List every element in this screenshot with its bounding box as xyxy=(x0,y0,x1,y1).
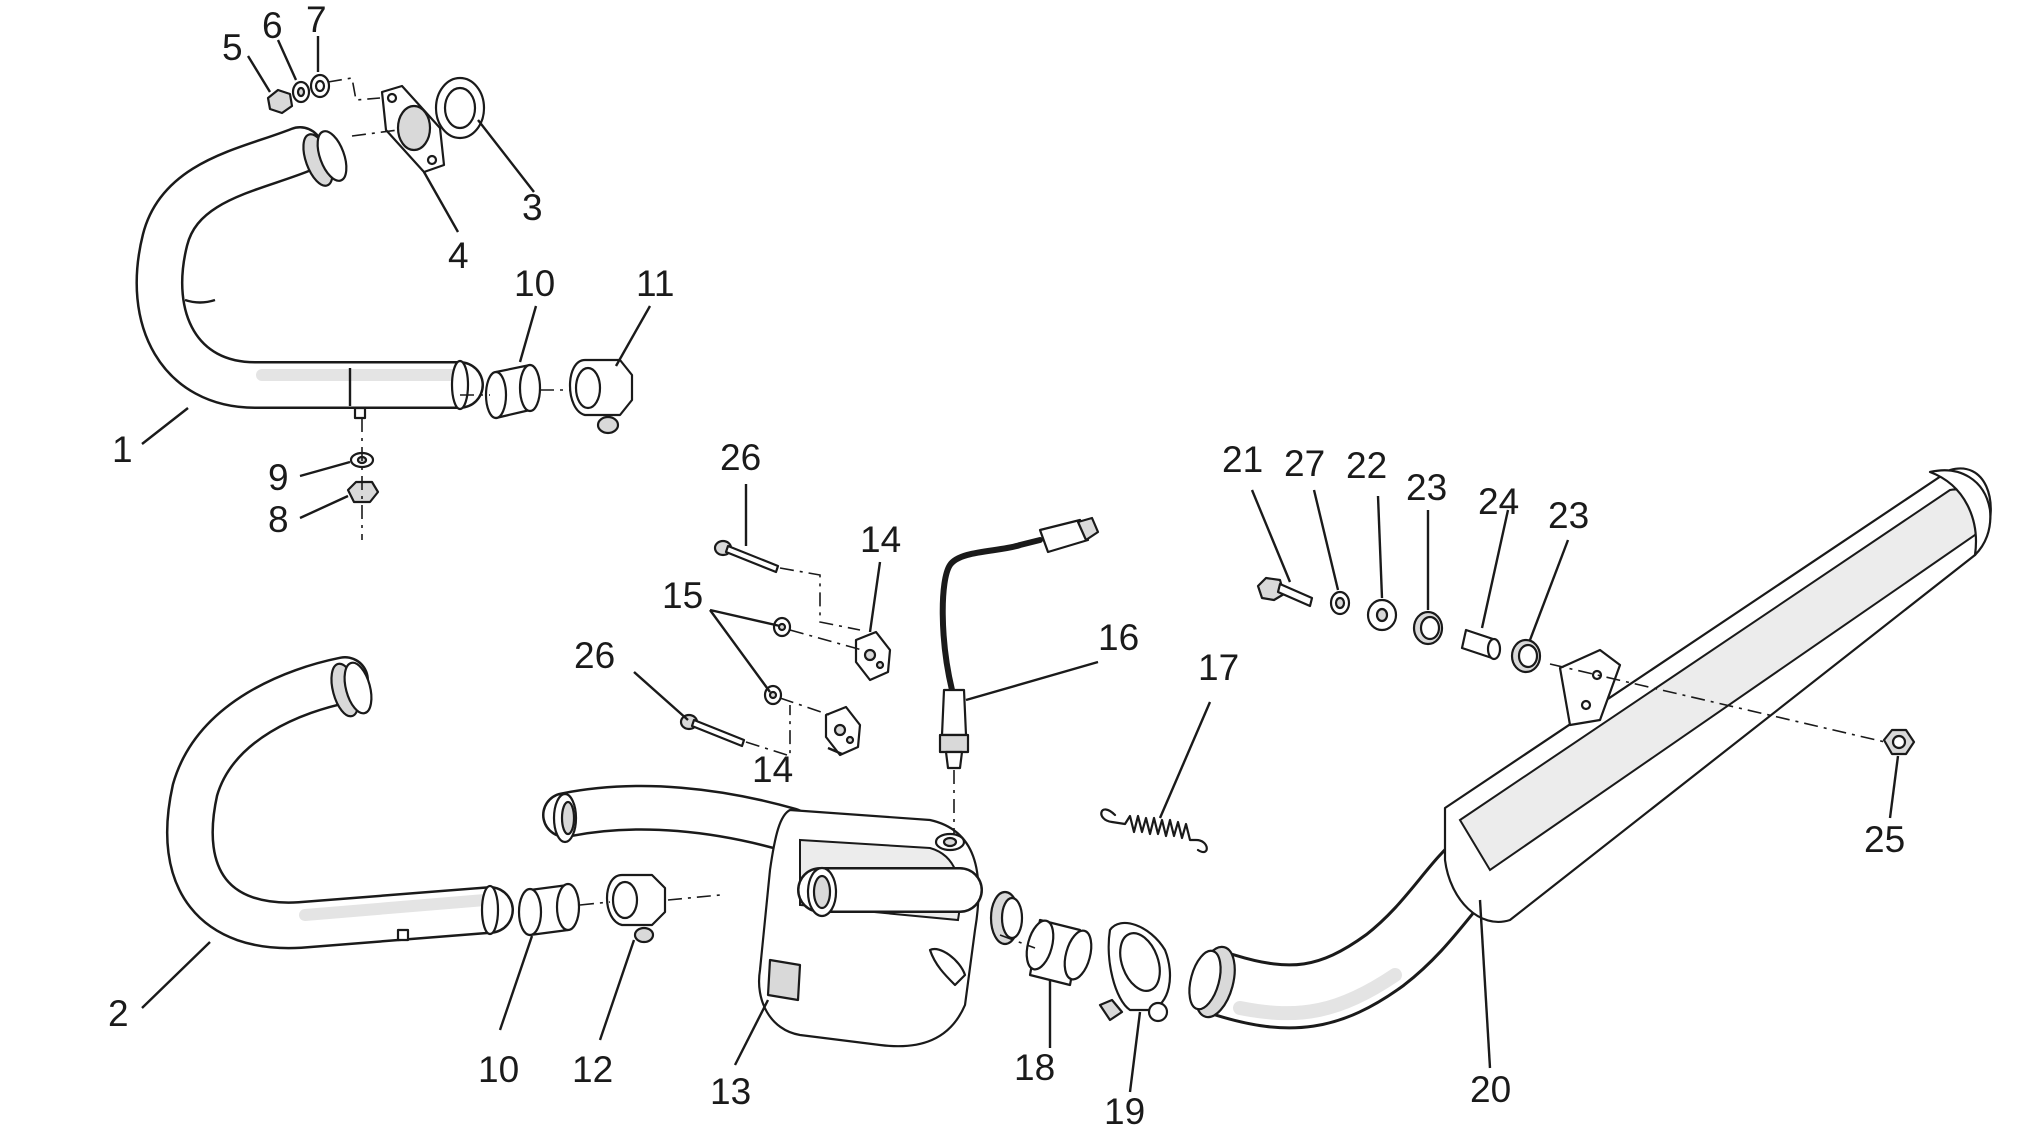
mounting-block-lower xyxy=(824,705,862,757)
pipe-clamp-upper xyxy=(568,358,634,435)
spacer-bushing xyxy=(1460,628,1502,661)
callout-9: 9 xyxy=(268,457,289,498)
callout-25: 25 xyxy=(1864,819,1905,860)
callout-19: 19 xyxy=(1104,1091,1145,1127)
callout-23-left: 23 xyxy=(1406,467,1447,508)
rubber-grommet-right xyxy=(1510,638,1542,674)
callout-10-upper: 10 xyxy=(514,263,555,304)
sleeve-upper xyxy=(484,363,542,420)
callout-27: 27 xyxy=(1284,443,1325,484)
sleeve-lower xyxy=(517,882,581,937)
callout-14-upper: 14 xyxy=(860,519,901,560)
callout-16: 16 xyxy=(1098,617,1139,658)
callout-6: 6 xyxy=(262,5,283,46)
bolt-upper xyxy=(713,539,780,574)
tension-spring xyxy=(1100,808,1208,853)
spring-washer xyxy=(291,80,311,104)
muffler xyxy=(1188,467,1992,1030)
lock-washer xyxy=(1329,590,1351,616)
callout-17: 17 xyxy=(1198,647,1239,688)
callout-3: 3 xyxy=(522,187,543,228)
callout-14-lower: 14 xyxy=(752,749,793,790)
callout-12: 12 xyxy=(572,1049,613,1090)
callout-23-right: 23 xyxy=(1548,495,1589,536)
callout-5: 5 xyxy=(222,27,243,68)
flat-washer xyxy=(309,73,331,99)
callout-7: 7 xyxy=(306,0,327,40)
callout-4: 4 xyxy=(448,235,469,276)
muffler-nut xyxy=(1882,728,1916,756)
callout-2: 2 xyxy=(108,993,129,1034)
callout-labels: 1 2 3 4 5 6 7 8 9 10 10 11 12 13 14 14 1… xyxy=(108,0,1905,1127)
gasket-ring xyxy=(434,76,486,140)
washer-upper xyxy=(772,616,792,638)
rubber-grommet-left xyxy=(1412,610,1444,646)
exhaust-collector-box xyxy=(542,784,1024,1048)
callout-22: 22 xyxy=(1346,445,1387,486)
oxygen-sensor xyxy=(938,516,1100,770)
callout-24: 24 xyxy=(1478,481,1519,522)
muffler-sleeve xyxy=(1025,918,1093,987)
callout-26-upper: 26 xyxy=(720,437,761,478)
callout-13: 13 xyxy=(710,1071,751,1112)
callout-8: 8 xyxy=(268,499,289,540)
flat-washer-large xyxy=(1366,598,1398,632)
pipe-clamp-lower xyxy=(605,873,667,944)
callout-21: 21 xyxy=(1222,439,1263,480)
callout-1: 1 xyxy=(112,429,133,470)
callout-26-lower: 26 xyxy=(574,635,615,676)
callout-18: 18 xyxy=(1014,1047,1055,1088)
muffler-clamp xyxy=(1098,921,1172,1023)
bolt-lower xyxy=(679,713,746,748)
mounting-bolt xyxy=(1256,576,1314,608)
flange-nut xyxy=(266,88,294,115)
header-pipe-upper xyxy=(135,126,484,420)
callout-15: 15 xyxy=(662,575,703,616)
mounting-block-upper xyxy=(854,630,892,682)
exhaust-flange xyxy=(380,84,446,174)
callout-10-lower: 10 xyxy=(478,1049,519,1090)
header-pipe-lower xyxy=(165,656,514,950)
callout-11: 11 xyxy=(636,263,674,304)
leader-lines xyxy=(141,36,1900,1093)
callout-20: 20 xyxy=(1470,1069,1511,1110)
pipe-nut xyxy=(346,480,380,504)
